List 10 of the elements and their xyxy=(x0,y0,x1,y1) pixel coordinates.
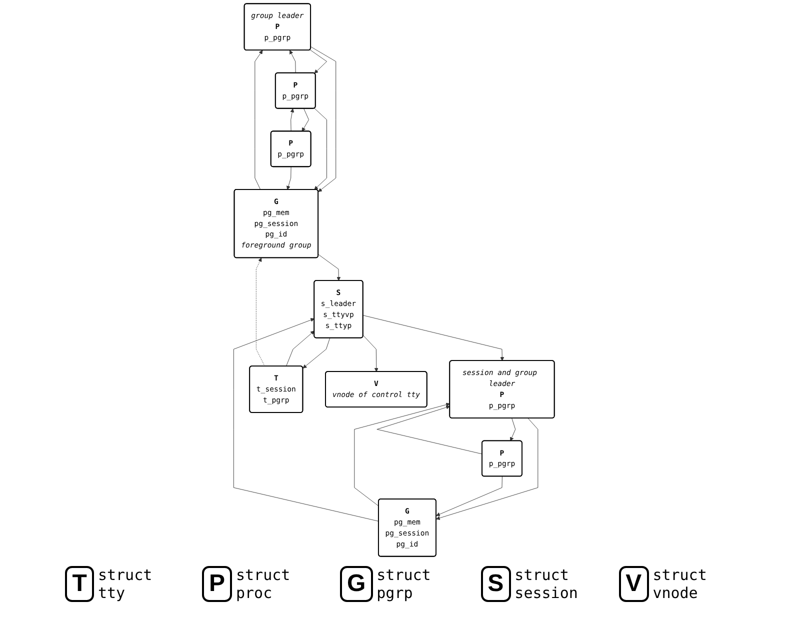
legend-symbol: S xyxy=(480,566,511,602)
legend-text: struct vnode xyxy=(652,566,708,602)
legend-text: struct session xyxy=(514,566,579,602)
legend-text: struct tty xyxy=(98,566,154,602)
legend-symbol: V xyxy=(618,566,649,602)
legend-text: struct proc xyxy=(236,566,292,602)
legend-text: struct pgrp xyxy=(376,566,432,602)
legend-symbol: G xyxy=(340,566,373,602)
legend-symbol: P xyxy=(202,566,232,602)
legend-symbol: T xyxy=(65,566,94,602)
